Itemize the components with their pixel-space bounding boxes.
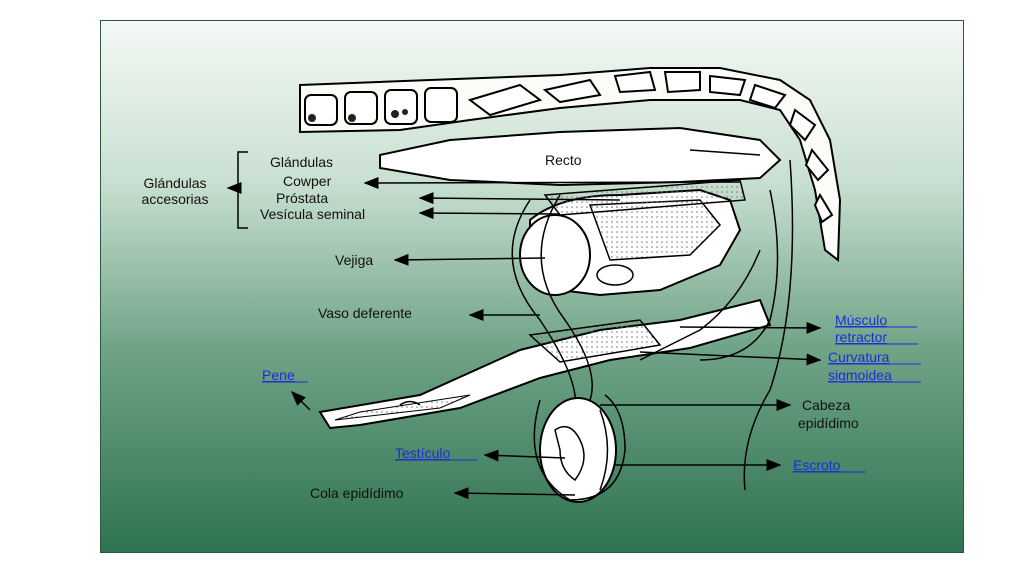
label-glandulas: Glándulas [270,154,333,170]
label-vesicula: Vesícula seminal [260,206,365,222]
link-curvatura-sigmoidea[interactable]: Curvatura sigmoidea [828,349,892,383]
label-recto: Recto [545,152,582,168]
label-vaso: Vaso deferente [318,305,412,321]
reproductive-tract-illustration [318,159,794,503]
spine-illustration [299,67,842,262]
rectum-illustration [379,126,782,187]
group-label-line2: accesorias [142,191,209,207]
link-musculo-retractor[interactable]: Músculo retractor [835,312,887,345]
link-escroto[interactable]: Escroto [793,457,841,473]
group-label-line1: Glándulas [143,175,206,191]
link-musculo-line1[interactable]: Músculo [835,312,887,328]
glands-bracket [226,151,248,229]
link-curvatura-line1[interactable]: Curvatura [828,349,890,365]
label-prostata: Próstata [276,190,328,206]
label-cola: Cola epidídimo [310,485,404,501]
link-underlines [262,326,921,473]
link-testiculo[interactable]: Testículo [395,445,450,461]
link-pene[interactable]: Pene [262,367,295,383]
label-vejiga: Vejiga [335,252,373,268]
label-cowper: Cowper [283,173,332,189]
link-musculo-line2[interactable]: retractor [835,329,887,345]
link-curvatura-line2[interactable]: sigmoidea [828,367,892,383]
label-cabeza-1: Cabeza [802,397,850,413]
pointer-lines [290,176,822,500]
label-cabeza-2: epidídimo [798,415,859,431]
